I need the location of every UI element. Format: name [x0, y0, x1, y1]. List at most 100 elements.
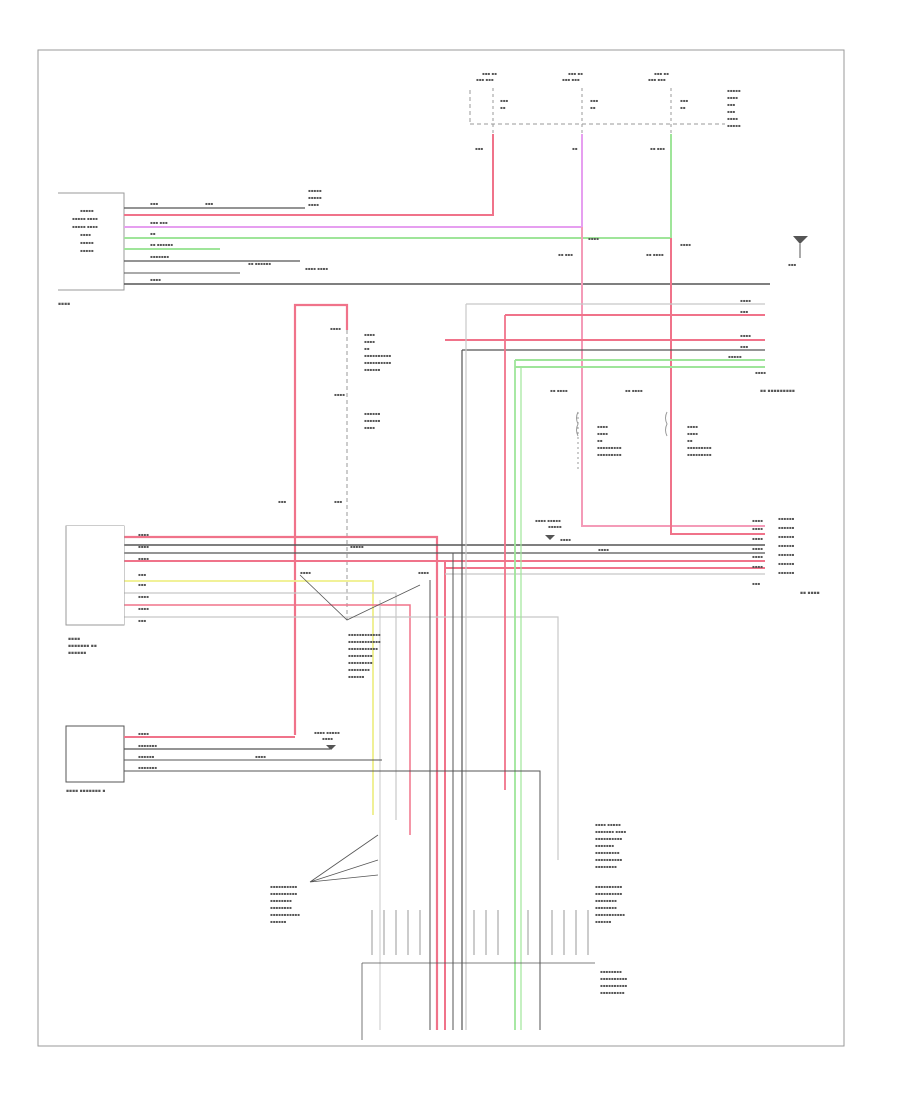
- svg-text:▪▪: ▪▪: [500, 105, 506, 110]
- tv-connectors: [576, 411, 668, 470]
- svg-text:▪▪▪: ▪▪▪: [500, 98, 508, 103]
- svg-text:▪▪ ▪▪▪▪▪▪▪▪▪: ▪▪ ▪▪▪▪▪▪▪▪▪: [760, 389, 795, 394]
- svg-text:▪▪▪: ▪▪▪: [680, 98, 688, 103]
- svg-text:▪▪: ▪▪: [150, 231, 156, 236]
- svg-text:▪▪▪▪: ▪▪▪▪: [80, 232, 91, 237]
- svg-text:▪▪▪▪▪▪▪▪▪▪▪▪: ▪▪▪▪▪▪▪▪▪▪▪▪: [348, 639, 381, 644]
- svg-text:▪▪▪▪: ▪▪▪▪: [138, 544, 149, 549]
- svg-text:▪▪▪▪▪▪▪ ▪▪▪▪: ▪▪▪▪▪▪▪ ▪▪▪▪: [595, 829, 626, 834]
- ground-icons: ▪▪▪▪ ▪▪▪▪▪ ▪▪▪▪: [314, 535, 555, 750]
- svg-text:▪▪▪▪▪▪▪▪▪▪: ▪▪▪▪▪▪▪▪▪▪: [364, 353, 391, 358]
- svg-text:▪▪▪▪▪▪: ▪▪▪▪▪▪: [270, 919, 287, 924]
- svg-text:▪▪▪: ▪▪▪: [752, 581, 760, 586]
- svg-text:▪▪▪▪▪ ▪▪▪▪: ▪▪▪▪▪ ▪▪▪▪: [72, 224, 98, 229]
- svg-text:▪▪▪▪: ▪▪▪▪: [687, 424, 698, 429]
- svg-text:▪▪▪▪▪▪▪▪: ▪▪▪▪▪▪▪▪: [595, 905, 617, 910]
- svg-text:▪▪▪▪: ▪▪▪▪: [687, 431, 698, 436]
- svg-text:▪▪▪▪▪▪▪▪▪▪: ▪▪▪▪▪▪▪▪▪▪: [595, 891, 622, 896]
- svg-text:▪▪▪: ▪▪▪: [334, 499, 342, 504]
- svg-text:▪▪▪▪: ▪▪▪▪: [330, 326, 341, 331]
- svg-text:▪▪▪: ▪▪▪: [278, 499, 286, 504]
- svg-text:▪▪▪▪ ▪▪▪▪: ▪▪▪▪ ▪▪▪▪: [305, 266, 328, 271]
- svg-text:▪▪ ▪▪▪: ▪▪ ▪▪▪: [558, 252, 573, 257]
- svg-text:▪▪▪▪: ▪▪▪▪: [322, 736, 333, 741]
- svg-text:▪▪▪: ▪▪▪: [205, 201, 213, 206]
- svg-text:▪▪▪▪: ▪▪▪▪: [597, 424, 608, 429]
- svg-text:▪▪▪▪▪▪▪▪▪▪: ▪▪▪▪▪▪▪▪▪▪: [595, 857, 622, 862]
- svg-text:▪▪ ▪▪▪▪▪▪: ▪▪ ▪▪▪▪▪▪: [150, 242, 173, 247]
- svg-text:▪▪▪: ▪▪▪: [740, 309, 748, 314]
- svg-text:▪▪▪▪▪▪▪▪▪: ▪▪▪▪▪▪▪▪▪: [687, 445, 712, 450]
- svg-text:▪▪▪▪: ▪▪▪▪: [364, 339, 375, 344]
- svg-text:▪▪▪▪: ▪▪▪▪: [138, 594, 149, 599]
- rear-bus-wires: [124, 304, 765, 1030]
- svg-text:▪▪▪▪▪▪: ▪▪▪▪▪▪: [364, 367, 381, 372]
- svg-text:▪▪▪▪▪▪▪▪▪▪: ▪▪▪▪▪▪▪▪▪▪: [270, 891, 297, 896]
- bottom-connectors: [309, 834, 595, 1040]
- svg-text:▪▪▪▪▪▪▪▪▪: ▪▪▪▪▪▪▪▪▪: [600, 990, 625, 995]
- svg-text:▪▪▪▪▪▪: ▪▪▪▪▪▪: [348, 674, 365, 679]
- svg-text:▪▪▪▪▪▪: ▪▪▪▪▪▪: [778, 525, 795, 530]
- svg-text:▪▪▪▪▪▪▪▪: ▪▪▪▪▪▪▪▪: [595, 864, 617, 869]
- svg-text:▪▪▪▪▪▪▪▪▪▪▪: ▪▪▪▪▪▪▪▪▪▪▪: [348, 646, 378, 651]
- svg-text:▪▪▪▪▪: ▪▪▪▪▪: [308, 188, 322, 193]
- svg-text:▪▪▪ ▪▪▪: ▪▪▪ ▪▪▪: [648, 77, 666, 82]
- svg-text:▪▪▪▪ ▪▪▪▪▪: ▪▪▪▪ ▪▪▪▪▪: [595, 822, 621, 827]
- svg-text:▪▪▪ ▪▪▪: ▪▪▪ ▪▪▪: [476, 77, 494, 82]
- svg-text:▪▪▪ ▪▪: ▪▪▪ ▪▪: [568, 71, 583, 76]
- radio-wire-labels: ▪▪▪ ▪▪▪ ▪▪▪▪▪ ▪▪▪▪▪ ▪▪▪▪ ▪▪▪ ▪▪▪ ▪▪ ▪▪ ▪…: [150, 146, 691, 282]
- svg-text:▪▪▪▪: ▪▪▪▪: [560, 537, 571, 542]
- bottom-pin-ticks: [371, 910, 589, 955]
- svg-text:▪▪▪▪: ▪▪▪▪: [588, 236, 599, 241]
- svg-text:▪▪▪▪: ▪▪▪▪: [300, 570, 311, 575]
- svg-text:▪▪▪: ▪▪▪: [740, 344, 748, 349]
- svg-text:▪▪▪▪▪: ▪▪▪▪▪: [727, 88, 741, 93]
- svg-text:▪▪▪▪▪: ▪▪▪▪▪: [80, 240, 94, 245]
- svg-text:▪▪▪▪▪▪: ▪▪▪▪▪▪: [364, 418, 381, 423]
- svg-text:▪▪▪▪: ▪▪▪▪: [138, 731, 149, 736]
- svg-text:▪▪▪: ▪▪▪: [727, 102, 735, 107]
- svg-text:▪▪ ▪▪▪▪▪▪: ▪▪ ▪▪▪▪▪▪: [248, 261, 271, 266]
- svg-text:▪▪ ▪▪▪▪: ▪▪ ▪▪▪▪: [646, 252, 664, 257]
- svg-text:▪▪▪▪: ▪▪▪▪: [138, 556, 149, 561]
- svg-text:▪▪▪▪: ▪▪▪▪: [727, 95, 738, 100]
- svg-text:▪▪: ▪▪: [687, 438, 693, 443]
- svg-text:▪▪▪▪▪▪: ▪▪▪▪▪▪: [68, 651, 86, 656]
- svg-text:▪▪▪: ▪▪▪: [590, 98, 598, 103]
- svg-text:▪▪▪▪▪▪▪▪▪: ▪▪▪▪▪▪▪▪▪: [597, 445, 622, 450]
- svg-text:▪▪▪▪▪: ▪▪▪▪▪: [350, 544, 364, 549]
- svg-text:▪▪: ▪▪: [364, 346, 370, 351]
- svg-text:▪▪▪▪ ▪▪▪▪▪: ▪▪▪▪ ▪▪▪▪▪: [535, 518, 561, 523]
- svg-text:▪▪▪▪▪▪▪▪▪▪: ▪▪▪▪▪▪▪▪▪▪: [595, 884, 622, 889]
- svg-text:▪▪▪▪▪: ▪▪▪▪▪: [548, 524, 562, 529]
- svg-text:▪▪▪▪: ▪▪▪▪: [598, 547, 609, 552]
- radio-module: ▪▪▪▪ ▪▪▪▪▪ ▪▪▪▪▪ ▪▪▪▪ ▪▪▪▪▪ ▪▪▪▪ ▪▪▪▪ ▪▪…: [58, 192, 125, 307]
- radio-wires: [124, 134, 770, 285]
- tv-modulator-wires: [445, 227, 765, 535]
- svg-text:▪▪▪▪▪: ▪▪▪▪▪: [80, 208, 94, 213]
- svg-text:▪▪▪▪▪▪▪: ▪▪▪▪▪▪▪: [138, 743, 157, 748]
- svg-text:▪▪▪▪▪▪▪▪: ▪▪▪▪▪▪▪▪: [600, 969, 622, 974]
- svg-text:▪▪▪▪▪▪: ▪▪▪▪▪▪: [778, 552, 795, 557]
- svg-text:▪▪▪: ▪▪▪: [788, 262, 796, 267]
- svg-text:▪▪▪▪▪▪▪: ▪▪▪▪▪▪▪: [138, 765, 157, 770]
- svg-text:▪▪: ▪▪: [597, 438, 603, 443]
- svg-text:▪▪▪▪▪: ▪▪▪▪▪: [80, 248, 94, 253]
- svg-text:▪▪▪▪: ▪▪▪▪: [138, 606, 149, 611]
- svg-text:▪▪▪: ▪▪▪: [727, 109, 735, 114]
- svg-text:▪▪▪▪: ▪▪▪▪: [597, 431, 608, 436]
- svg-text:▪▪▪▪▪▪: ▪▪▪▪▪▪: [778, 561, 795, 566]
- svg-text:▪▪▪▪: ▪▪▪▪: [364, 332, 375, 337]
- svg-text:▪▪▪: ▪▪▪: [138, 618, 146, 623]
- svg-text:▪▪: ▪▪: [572, 146, 578, 151]
- svg-text:▪▪▪▪: ▪▪▪▪: [752, 536, 763, 541]
- svg-text:▪▪▪▪▪▪▪ ▪▪: ▪▪▪▪▪▪▪ ▪▪: [68, 644, 97, 649]
- svg-text:▪▪▪▪▪▪: ▪▪▪▪▪▪: [778, 543, 795, 548]
- svg-text:▪▪▪▪▪ ▪▪▪▪: ▪▪▪▪▪ ▪▪▪▪: [72, 216, 98, 221]
- svg-text:▪▪▪▪▪▪▪▪▪▪▪: ▪▪▪▪▪▪▪▪▪▪▪: [270, 912, 300, 917]
- svg-text:▪▪▪▪▪▪: ▪▪▪▪▪▪: [364, 411, 381, 416]
- svg-text:▪▪▪▪▪▪: ▪▪▪▪▪▪: [138, 754, 155, 759]
- rear-display-module: ▪▪▪▪ ▪▪▪▪▪▪▪ ▪: [65, 725, 125, 794]
- svg-text:▪▪▪▪▪▪▪▪▪▪: ▪▪▪▪▪▪▪▪▪▪: [600, 976, 627, 981]
